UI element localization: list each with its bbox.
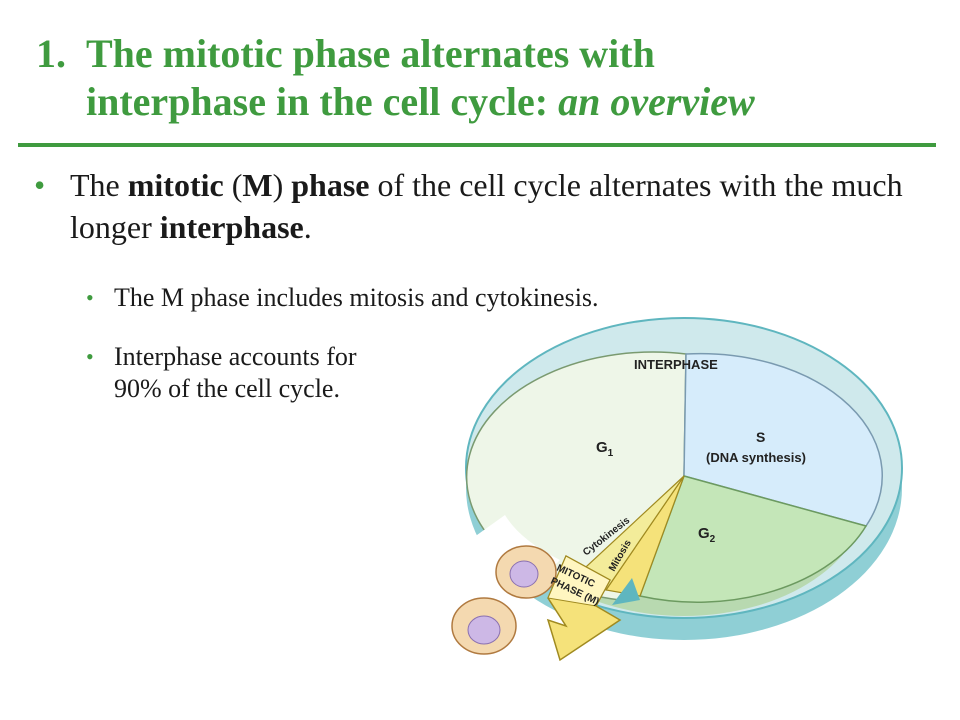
bullet-dot: • — [34, 167, 46, 203]
text-run: ( — [223, 167, 243, 203]
text-run: ) — [272, 167, 292, 203]
bold-interphase: interphase — [159, 209, 304, 245]
title-divider — [18, 143, 936, 147]
bullet-dot: • — [86, 285, 94, 310]
text-run: . — [303, 209, 312, 245]
title-line-2-italic: an overview — [558, 79, 755, 124]
sub-bullet-2-text: Interphase accounts for 90% of the cell … — [114, 342, 357, 403]
bold-mitotic: mitotic — [127, 167, 224, 203]
bold-m: M — [242, 167, 273, 203]
s-sector — [683, 352, 883, 527]
nucleus-1 — [509, 560, 539, 588]
title-line-1: The mitotic phase alternates with — [86, 31, 655, 76]
text-run: The — [70, 167, 128, 203]
main-bullet-text: The mitotic (M) phase of the cell cycle … — [70, 164, 910, 248]
s-description: (DNA synthesis) — [706, 450, 806, 465]
nucleus-2 — [467, 615, 501, 645]
sub-bullet-1-text: The M phase includes mitosis and cytokin… — [114, 283, 599, 312]
g2-label: G2 — [698, 525, 716, 545]
g2-sector — [639, 475, 868, 603]
g1-label: G1 — [596, 439, 614, 459]
ring-arrow-head — [612, 578, 640, 605]
bullet-dot: • — [86, 344, 94, 369]
interphase-label: INTERPHASE — [634, 357, 718, 372]
text-run: of the cell cycle alternates with the mu… — [70, 167, 903, 245]
mitotic-arrow-face — [547, 555, 611, 607]
s-label: S — [756, 429, 765, 445]
title-line-2: interphase in the cell cycle: an overvie… — [86, 78, 755, 126]
bold-phase: phase — [291, 167, 370, 203]
title-number: 1. — [36, 31, 66, 76]
title-line-2-plain: interphase in the cell cycle: — [86, 79, 549, 124]
